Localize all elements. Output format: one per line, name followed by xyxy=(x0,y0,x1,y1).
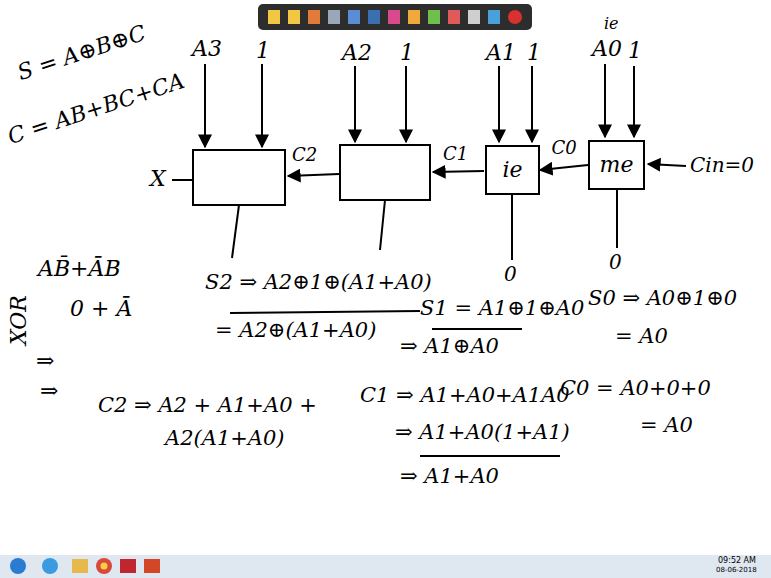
implies-mark: ⇒ xyxy=(40,380,58,402)
output-value: 0 xyxy=(504,264,517,284)
crossed-carry: X xyxy=(150,168,166,190)
input-name: A2 xyxy=(342,42,372,64)
carry-derivation: C0 = A0+0+0 xyxy=(560,378,711,399)
taskbar xyxy=(0,555,771,578)
full-adder-box: me xyxy=(588,140,645,190)
input-value: 1 xyxy=(527,42,541,64)
carry-name: C1 xyxy=(443,145,468,163)
sum-derivation: = A2⊕(A1+A0) xyxy=(215,320,376,341)
box-note: me xyxy=(600,154,634,176)
xor-expression: AB̄+ĀB xyxy=(38,258,121,280)
carry-derivation: ⇒ A1+A0(1+A1) xyxy=(395,422,570,443)
full-adder-box xyxy=(193,145,430,205)
sum-derivation: S1 = A1⊕1⊕A0 xyxy=(420,298,584,319)
input-value: 1 xyxy=(400,42,414,64)
note-mark: ie xyxy=(604,16,619,32)
input-value: 1 xyxy=(256,40,270,62)
full-adder-box: ie xyxy=(485,145,540,195)
clock-time: 09:52 AM xyxy=(718,557,756,565)
carry-arrow xyxy=(540,165,588,170)
sum-derivation: S2 ⇒ A2⊕1⊕(A1+A0) xyxy=(205,272,432,293)
implies-mark: ⇒ xyxy=(36,350,54,372)
input-arrow xyxy=(205,64,634,147)
carry-derivation: = A0 xyxy=(640,415,693,436)
input-name: A3 xyxy=(192,38,222,60)
carry-name: C2 xyxy=(292,146,317,164)
carry-name: C0 xyxy=(549,139,578,157)
sum-derivation: = A0 xyxy=(615,326,668,347)
carry-derivation: A2(A1+A0) xyxy=(165,428,285,449)
output-value: 0 xyxy=(609,252,622,272)
top-toolbar xyxy=(258,4,532,30)
carry-derivation: C2 ⇒ A2 + A1+A0 + xyxy=(98,395,317,416)
sum-derivation: ⇒ A1⊕A0 xyxy=(400,336,499,357)
xor-note: XOR xyxy=(8,295,30,345)
sum-equation: S = A⊕B⊕C xyxy=(15,22,149,84)
input-value: 1 xyxy=(628,40,642,62)
input-name: A0 xyxy=(592,38,622,60)
carry-derivation: ⇒ A1+A0 xyxy=(400,466,499,487)
carry-derivation: C1 ⇒ A1+A0+A1A0 xyxy=(360,385,570,406)
clock-date: 08-06-2018 xyxy=(716,567,757,574)
xor-expression: 0 + Ā xyxy=(70,298,132,320)
sum-derivation: S0 ⇒ A0⊕1⊕0 xyxy=(588,288,737,309)
carry-in: Cin=0 xyxy=(690,155,754,175)
input-name: A1 xyxy=(486,42,516,64)
output-line xyxy=(232,190,617,260)
box-note: ie xyxy=(502,159,522,181)
carry-equation: C = AB+BC+CA xyxy=(5,70,187,148)
